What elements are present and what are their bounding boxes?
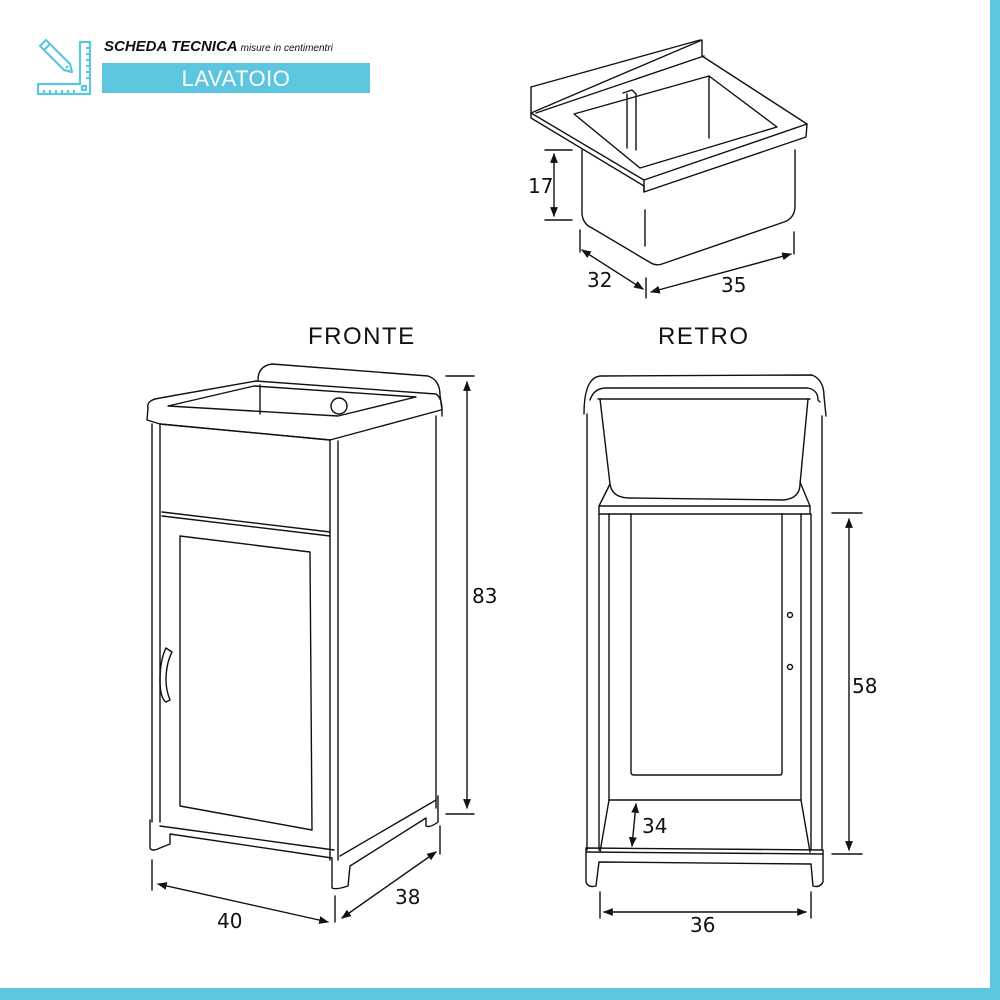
basin-depth-label: 32 (587, 268, 613, 292)
header-subtitle: misure in centimentri (240, 43, 333, 54)
back-cabinet-height-label: 58 (852, 674, 878, 698)
basin-height-label: 17 (528, 174, 554, 198)
front-width-label: 40 (217, 909, 243, 933)
basin-drawing (530, 39, 808, 299)
accent-border-right (990, 0, 1000, 1000)
basin-width-label: 35 (721, 273, 747, 297)
front-height-label: 83 (472, 584, 498, 608)
accent-border-bottom (0, 988, 1000, 1000)
back-view-title: RETRO (658, 323, 750, 350)
back-view-drawing (583, 374, 863, 919)
ruler-pencil-icon (36, 38, 92, 96)
product-name-banner: LAVATOIO (102, 63, 370, 93)
header-title: SCHEDA TECNICA (104, 38, 238, 55)
front-view-title: FRONTE (308, 323, 416, 350)
front-view-drawing (146, 363, 475, 924)
back-shelf-depth-label: 34 (642, 814, 668, 838)
back-width-label: 36 (690, 913, 716, 937)
front-depth-label: 38 (395, 885, 421, 909)
